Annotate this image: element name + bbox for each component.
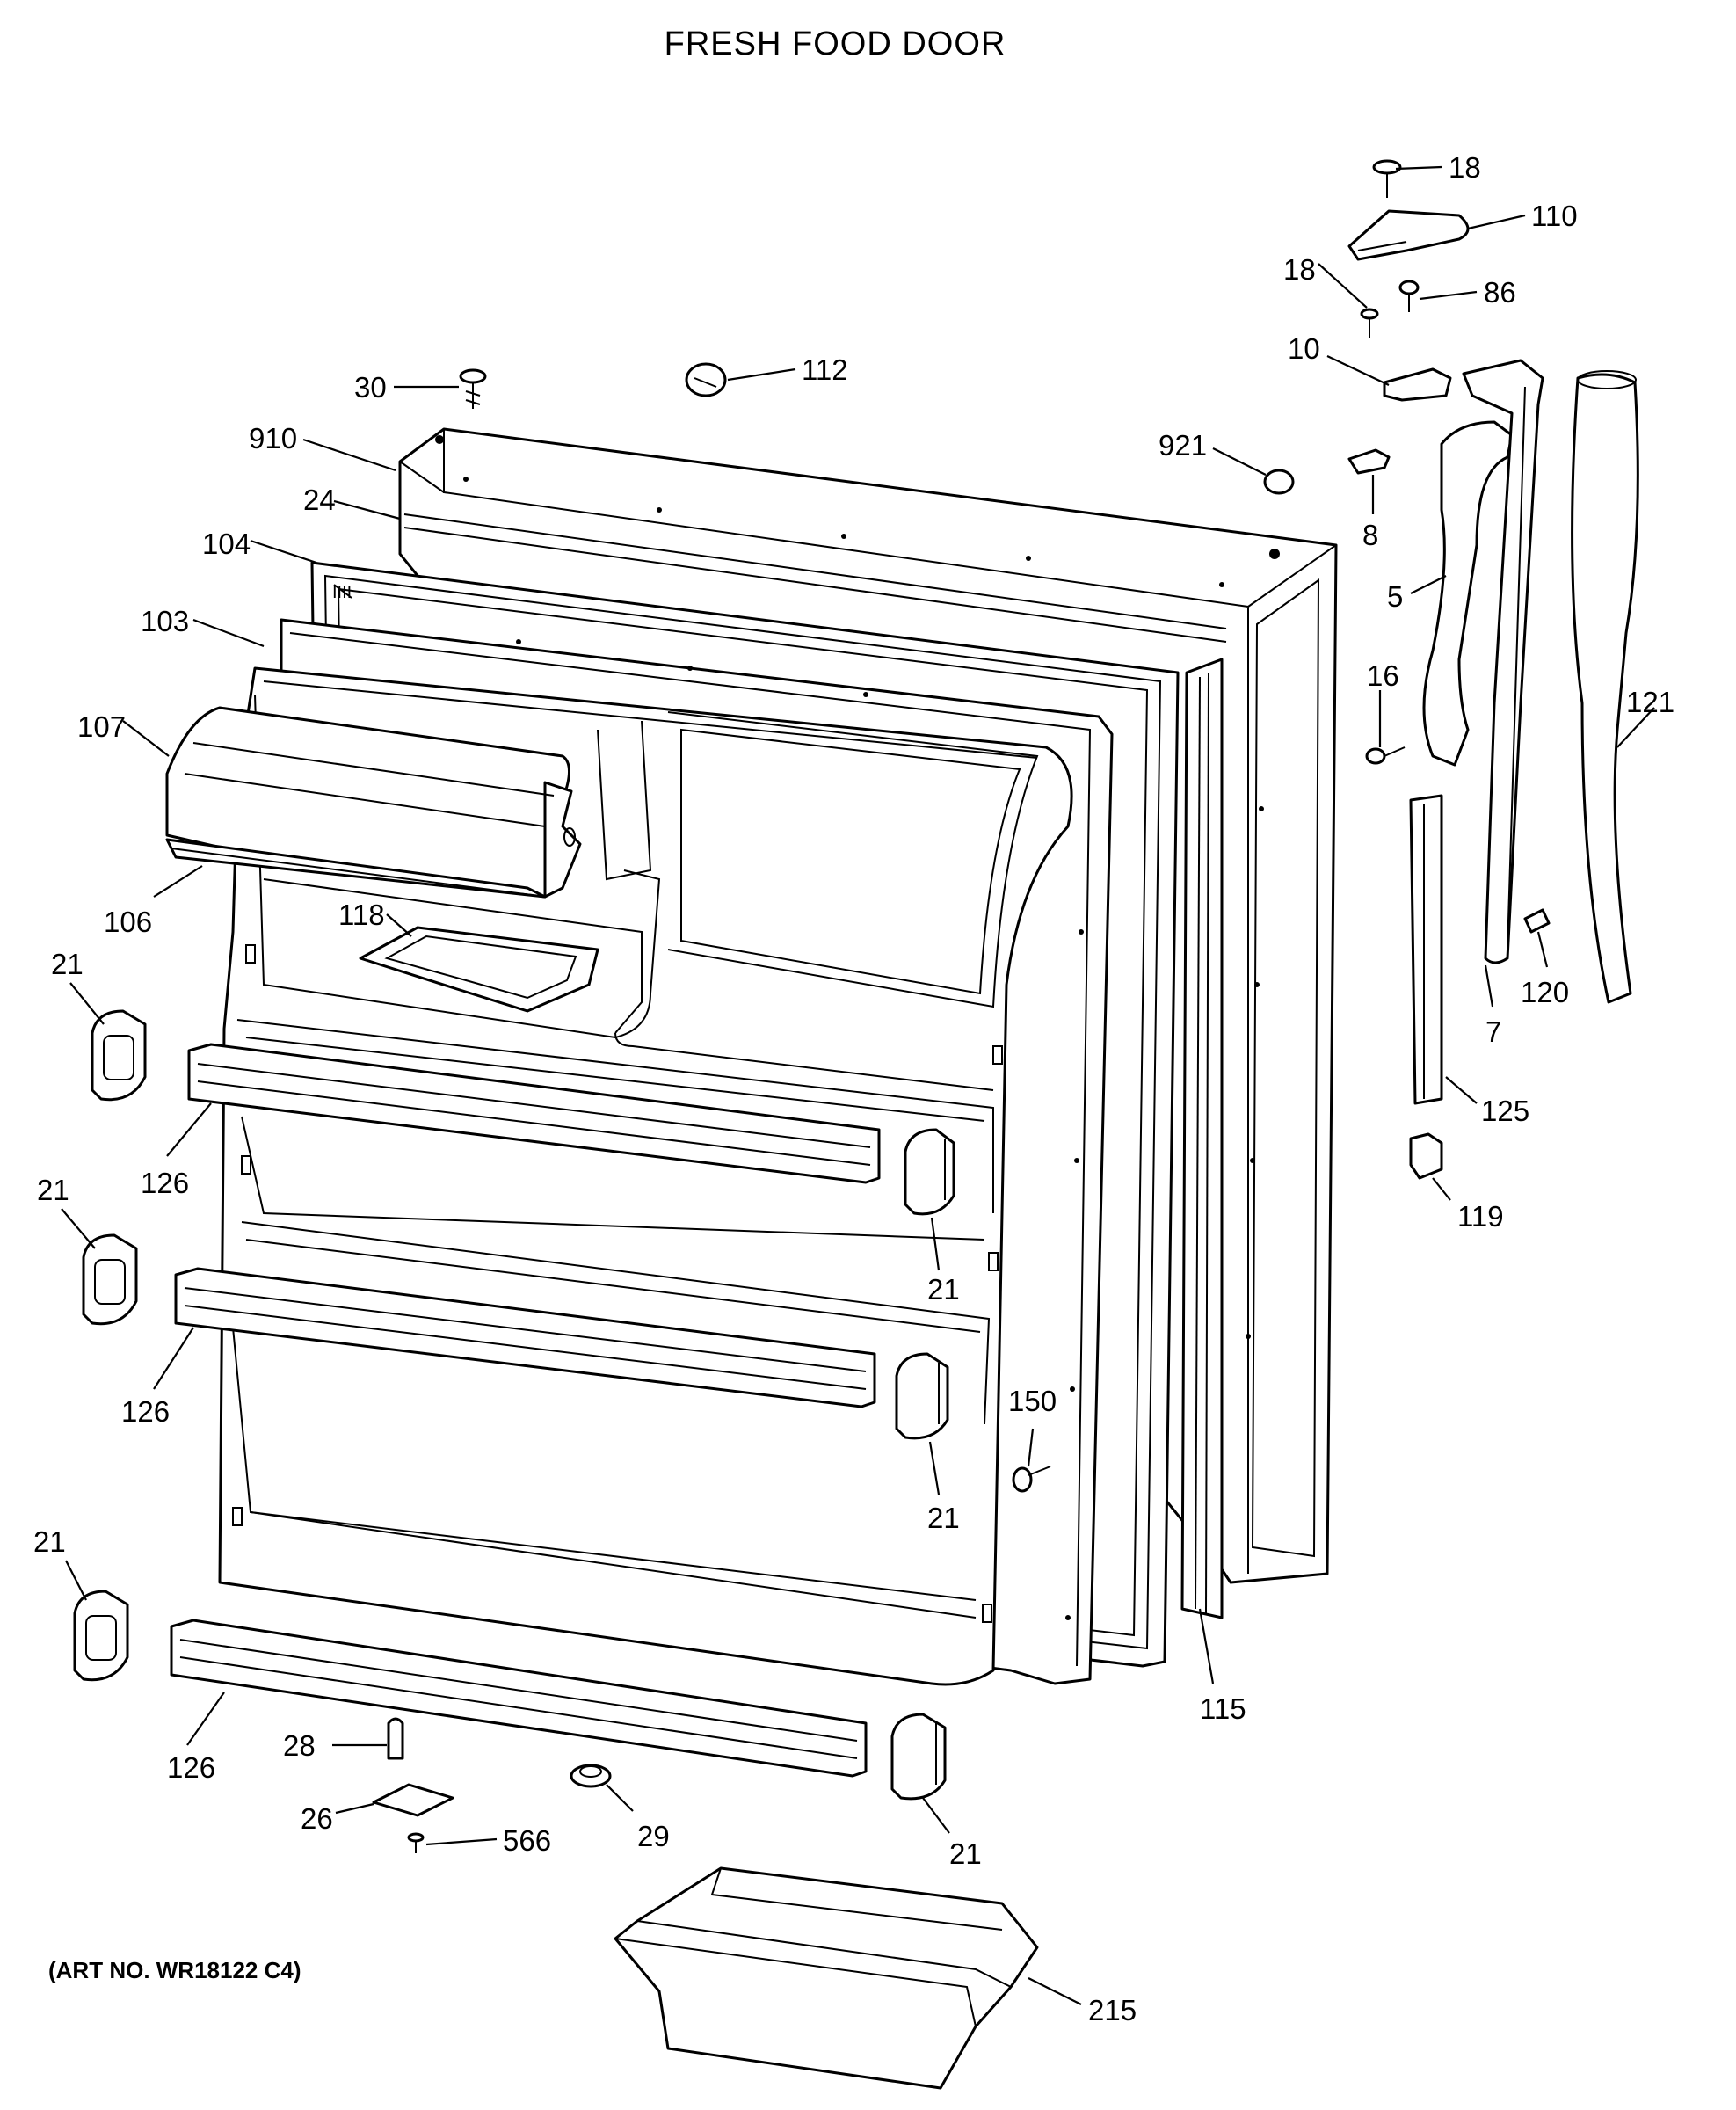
art-number: (ART NO. WR18122 C4) [48,1957,301,1983]
callout-115: 115 [1200,1692,1246,1725]
pin-28 [387,1717,404,1760]
callout-21-right-a: 21 [927,1273,960,1306]
callout-21-left-c: 21 [33,1525,66,1558]
plug-112 [685,362,727,397]
callout-112: 112 [802,353,848,386]
bar-end-21-right-a [904,1128,955,1216]
callout-119: 119 [1457,1200,1504,1233]
handle-5 [1422,420,1514,767]
screw-16 [1365,746,1406,765]
callout-107: 107 [77,710,126,743]
bar-end-21-right-b [895,1352,949,1440]
screw-18-top [1372,159,1402,198]
callout-21-right-b: 21 [927,1502,960,1534]
callout-5: 5 [1387,580,1403,613]
bar-end-21-right-c [890,1713,947,1801]
handle-trim-121 [1571,370,1639,1004]
bar-end-21-left-c [73,1590,129,1682]
callout-921: 921 [1159,429,1207,462]
callout-566: 566 [503,1824,551,1857]
channel-125 [1409,794,1443,1105]
callout-29: 29 [637,1820,670,1852]
callout-labels: 18 110 18 86 10 30 112 910 921 8 24 104 … [33,151,1674,2026]
callout-8: 8 [1362,519,1378,551]
bar-end-21-left-a [91,1009,147,1102]
bar-end-21-left-b [82,1233,138,1326]
leader-lines [61,165,1655,2005]
callout-24: 24 [303,484,336,516]
callout-126-lower: 126 [167,1751,215,1784]
svg-text:IIII: IIII [332,583,352,602]
callout-21-left-b: 21 [37,1174,69,1206]
callout-30: 30 [354,371,387,404]
screw-566 [407,1832,425,1853]
callout-103: 103 [141,605,189,637]
callout-110: 110 [1531,200,1578,232]
callout-18-mid: 18 [1283,253,1316,286]
handle-7 [1462,359,1544,964]
screw-30 [459,368,487,409]
screw-86 [1398,280,1420,312]
callout-126-middle: 126 [121,1395,170,1428]
plug-921 [1263,469,1295,495]
callout-21-left-a: 21 [51,948,84,980]
shelf-bar-126-lower [170,1619,868,1778]
callout-150: 150 [1008,1385,1057,1417]
dairy-door-106 [165,838,547,899]
hinge-bracket-10 [1383,367,1452,402]
callout-7: 7 [1485,1015,1501,1048]
inner-liner [218,666,1073,1686]
screw-18-mid [1360,308,1379,338]
callout-16: 16 [1367,659,1399,692]
bumper-29 [570,1764,612,1788]
callout-215: 215 [1088,1994,1137,2026]
callout-126-upper: 126 [141,1167,189,1199]
shelf-bar-126-upper [187,1043,881,1184]
callout-125: 125 [1481,1095,1529,1127]
hinge-cover-110 [1347,209,1470,261]
callout-21-right-c: 21 [949,1837,982,1870]
hinge-plate-8 [1347,448,1391,475]
callout-86: 86 [1484,276,1516,309]
callout-120: 120 [1521,976,1569,1008]
callout-118: 118 [338,899,385,931]
dairy-door-107 [165,706,582,899]
plate-26 [372,1783,454,1817]
callout-28: 28 [283,1729,316,1762]
clip-119 [1409,1132,1443,1180]
gasket-24 [403,513,1227,643]
callout-10: 10 [1288,332,1320,365]
callout-106: 106 [104,906,152,938]
screw-120 [1523,908,1551,934]
callout-104: 104 [202,528,251,560]
callout-910: 910 [249,422,297,455]
shelf-bar-126-middle [174,1267,876,1408]
diagram-title: FRESH FOOD DOOR [665,25,1006,62]
screw-150 [1012,1466,1051,1493]
callout-121: 121 [1626,686,1674,718]
tray-118 [359,926,599,1013]
gasket-strip-115 [1180,658,1224,1619]
callout-18-top: 18 [1449,151,1481,184]
bin-215 [614,1866,1039,2090]
callout-26: 26 [301,1802,333,1835]
